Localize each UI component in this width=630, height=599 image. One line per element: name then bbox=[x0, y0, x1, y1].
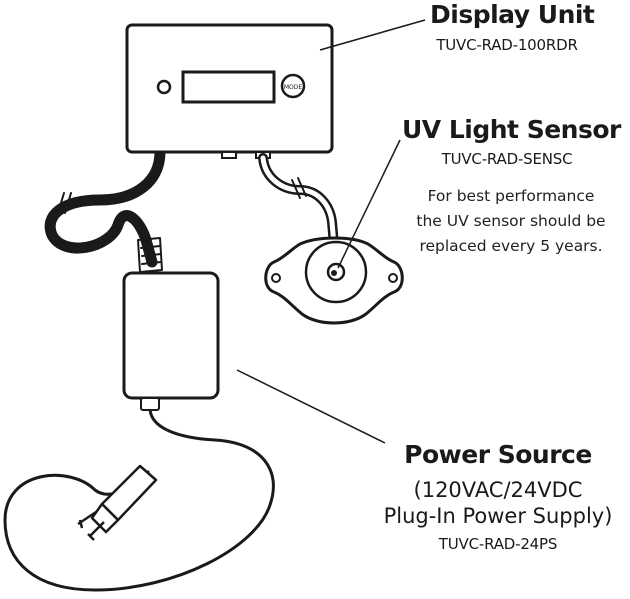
display-unit-box bbox=[125, 23, 334, 159]
power-source-title: Power Source bbox=[404, 440, 592, 469]
uv-sensor-note-line: For best performance bbox=[427, 187, 595, 205]
power-source-leader bbox=[236, 369, 386, 444]
power-supply bbox=[122, 271, 220, 411]
power-source-spec-line: (120VAC/24VDC bbox=[413, 478, 583, 502]
uv-sensor-note-line: replaced every 5 years. bbox=[419, 237, 603, 255]
display-unit-leader bbox=[319, 19, 426, 51]
mode-button-label: MODE bbox=[284, 84, 303, 91]
strain-relief bbox=[137, 237, 163, 273]
power-source-spec-line: Plug-In Power Supply) bbox=[383, 504, 613, 528]
display-unit-title: Display Unit bbox=[430, 0, 595, 29]
leader-lines bbox=[236, 19, 426, 444]
power-cord bbox=[3, 406, 275, 592]
uv-sensor-leader bbox=[337, 139, 401, 269]
uv-sensor-part-number: TUVC-RAD-SENSC bbox=[441, 150, 573, 168]
cable-break-mark bbox=[57, 192, 72, 214]
plug bbox=[77, 464, 158, 541]
display-screen bbox=[181, 70, 276, 104]
power-cable bbox=[44, 146, 166, 268]
uv-sensor bbox=[264, 236, 404, 325]
display-unit-part-number: TUVC-RAD-100RDR bbox=[436, 36, 578, 54]
power-source-spec: (120VAC/24VDC Plug-In Power Supply) bbox=[378, 477, 618, 529]
sensor-cable-break-mark bbox=[291, 177, 307, 199]
uv-sensor-note-line: the UV sensor should be bbox=[416, 212, 606, 230]
mode-button bbox=[280, 73, 306, 99]
indicator-led bbox=[156, 79, 172, 95]
power-source-part-number: TUVC-RAD-24PS bbox=[438, 535, 558, 553]
uv-sensor-title: UV Light Sensor bbox=[402, 115, 621, 144]
uv-sensor-note: For best performance the UV sensor shoul… bbox=[400, 184, 622, 259]
